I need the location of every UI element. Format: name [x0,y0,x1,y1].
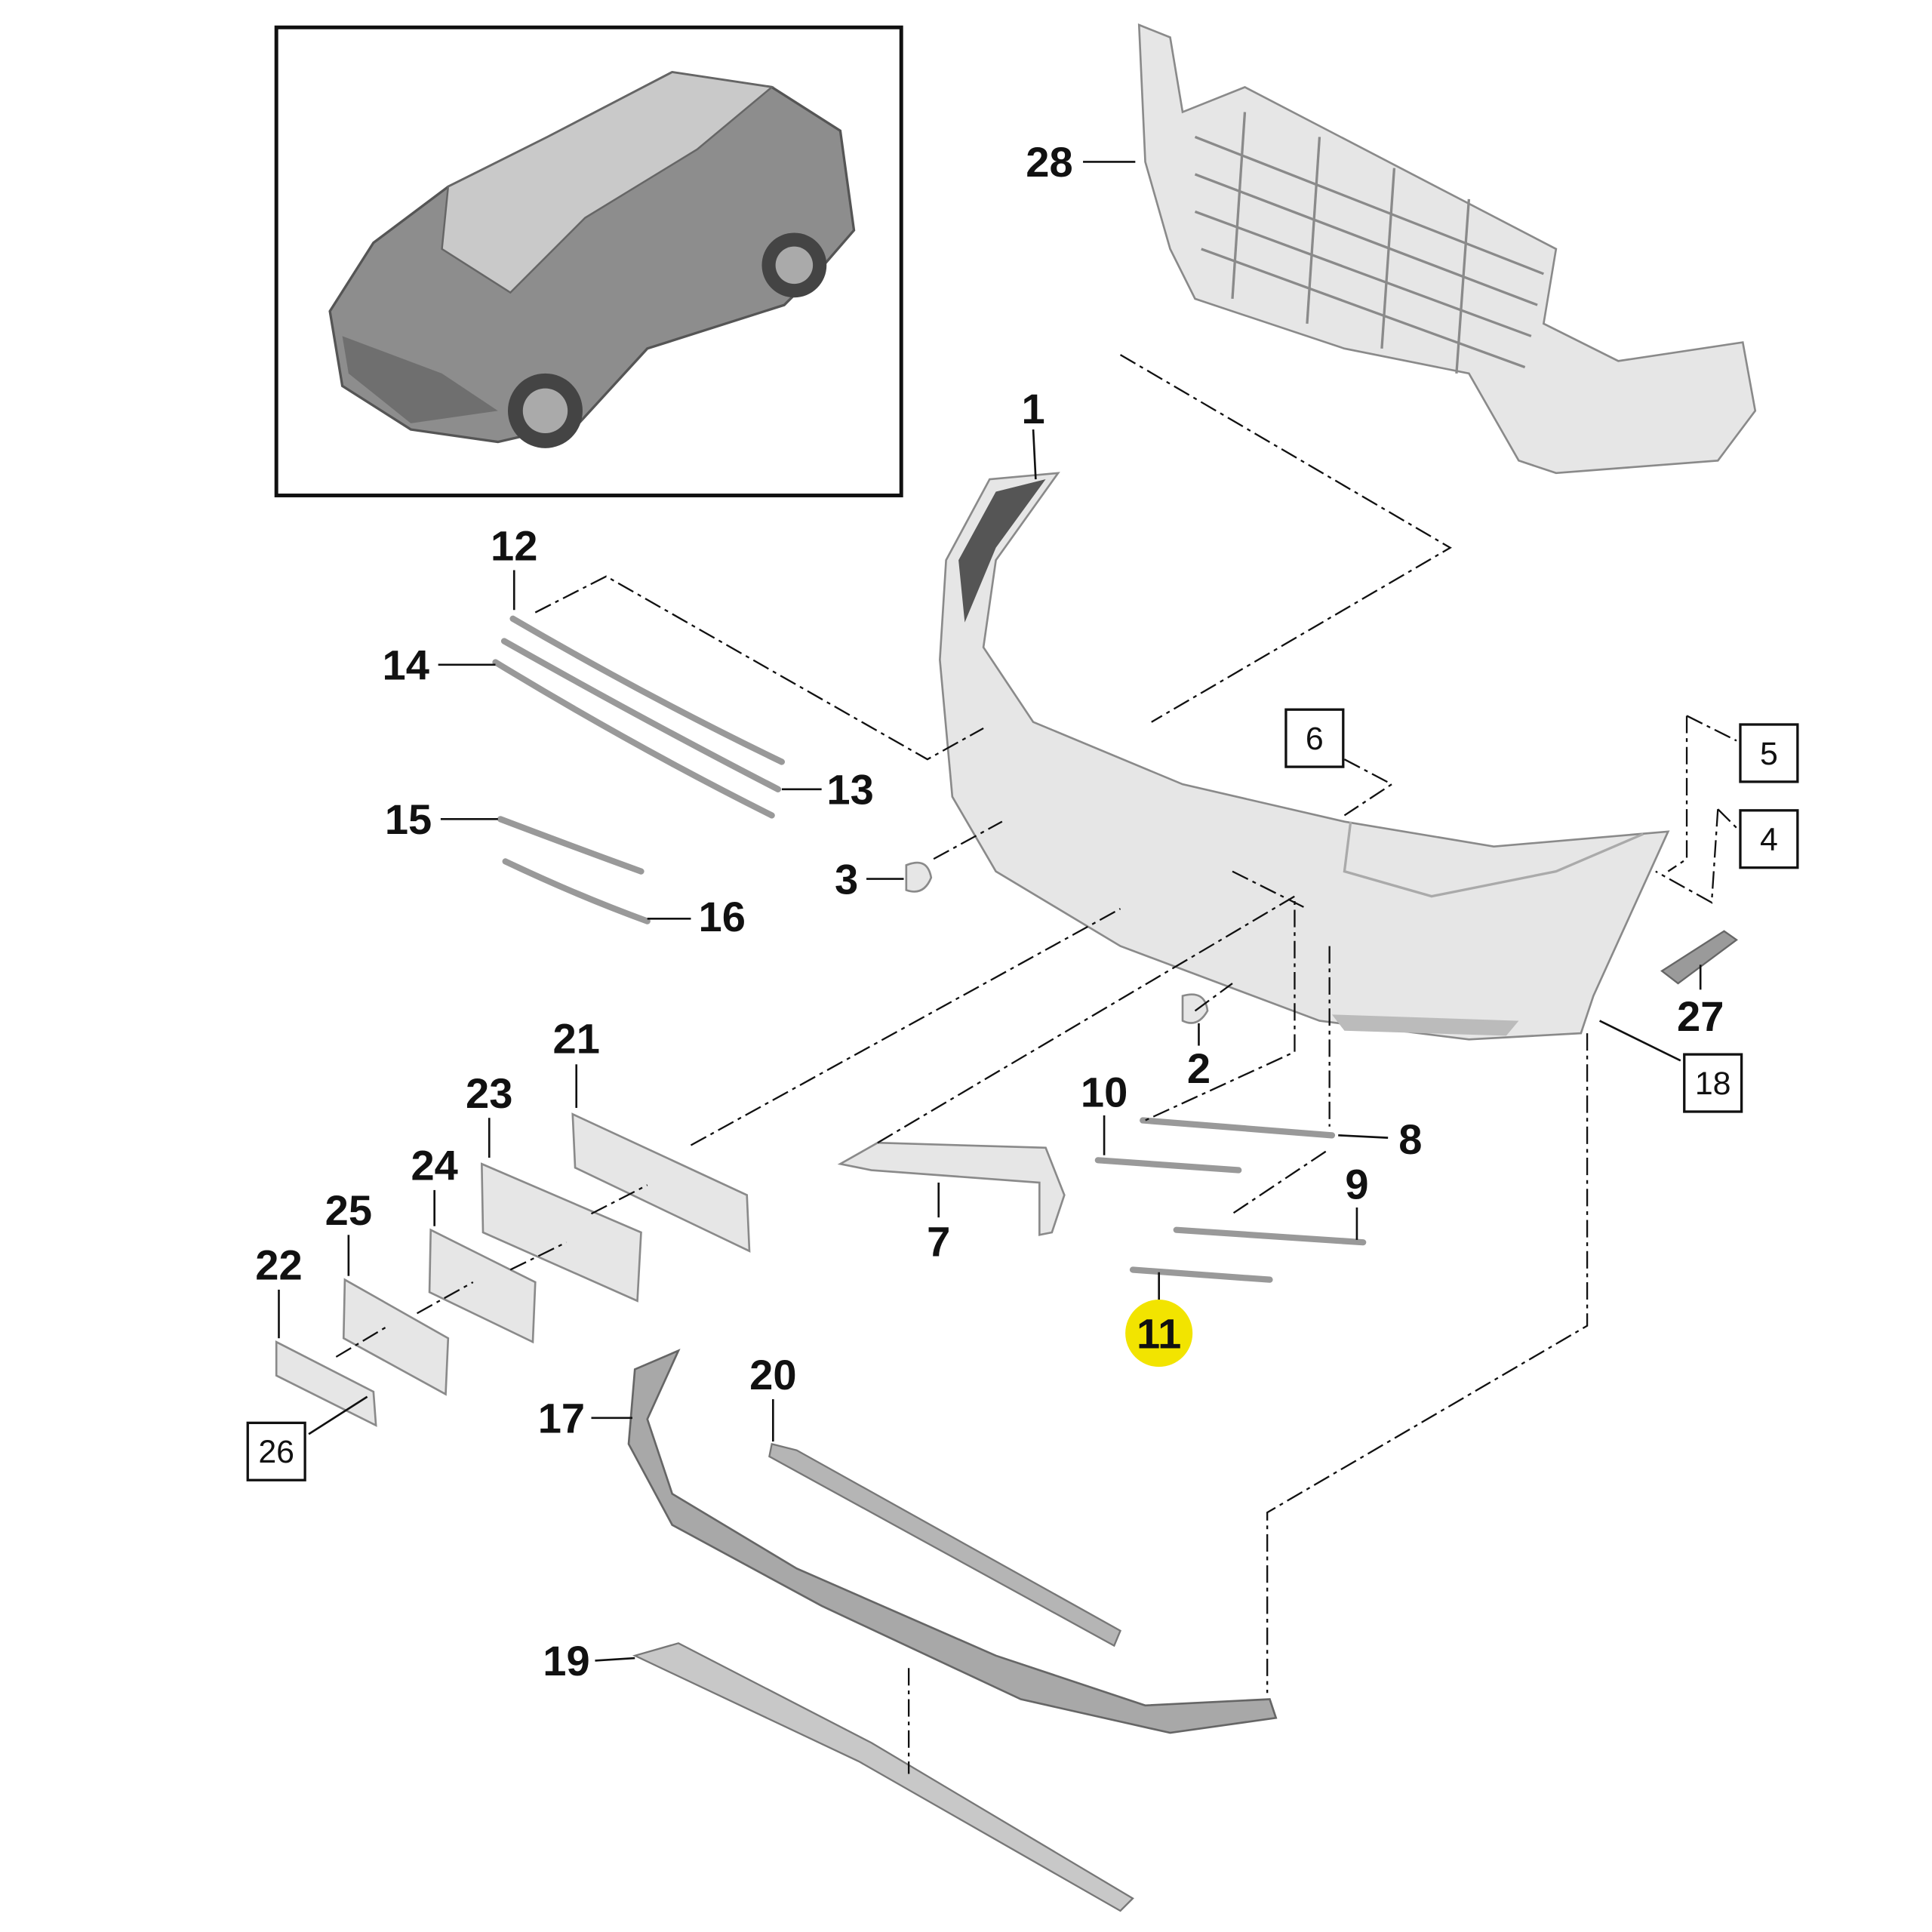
callout-22[interactable]: 22 [255,1241,302,1289]
callout-25[interactable]: 25 [325,1186,372,1234]
callout-2[interactable]: 2 [1187,1044,1211,1092]
grille-strips-15-16 [497,816,651,924]
part-20-spoiler-trim [768,1442,1121,1647]
callout-17[interactable]: 17 [538,1395,585,1442]
dash-lines [335,354,1741,1774]
leader-lines [278,161,1702,1662]
part-7-trim [837,1141,1066,1236]
part-21-plate-bracket [571,1112,751,1253]
callout-16[interactable]: 16 [699,893,746,940]
callout-27[interactable]: 27 [1677,992,1724,1040]
callout-18[interactable]: 18 [1695,1066,1731,1102]
part-28-grille-carrier [1137,23,1757,475]
part-1-bumper-cover [939,472,1670,1041]
callout-4[interactable]: 4 [1760,822,1778,858]
callout-9[interactable]: 9 [1345,1160,1368,1208]
part-22-plate-bracket [275,1340,377,1427]
part-2-tow-cap [1181,993,1209,1024]
part-23-plate-bracket [480,1162,642,1303]
callout-19[interactable]: 19 [543,1637,589,1684]
callout-13[interactable]: 13 [826,766,873,814]
trim-strips-8-11 [1094,1117,1367,1283]
part-19-lower-trim [632,1642,1134,1912]
callout-10[interactable]: 10 [1081,1068,1128,1115]
callout-11[interactable]: 11 [1137,1309,1181,1357]
callout-28[interactable]: 28 [1026,138,1072,186]
highlight-marker [1125,1300,1193,1367]
callout-15[interactable]: 15 [385,795,432,843]
callout-8[interactable]: 8 [1398,1115,1422,1163]
boxed-callouts: 6 5 4 18 26 [246,708,1799,1481]
part-27-trim [1660,930,1739,985]
callout-24[interactable]: 24 [411,1142,457,1189]
callout-12[interactable]: 12 [491,521,537,569]
part-17-lower-spoiler [627,1349,1278,1734]
part-3-tow-cap [905,861,933,893]
callout-21[interactable]: 21 [553,1014,600,1062]
vehicle-inset [274,25,903,497]
callout-14[interactable]: 14 [383,641,429,689]
callout-3[interactable]: 3 [835,855,858,903]
grille-strips-12-13-14 [492,615,785,819]
part-25-plate-bracket [342,1278,450,1396]
callout-5[interactable]: 5 [1760,736,1778,772]
callout-20[interactable]: 20 [749,1351,796,1398]
callout-26[interactable]: 26 [258,1434,294,1470]
callout-7[interactable]: 7 [927,1217,950,1265]
callout-1[interactable]: 1 [1021,385,1044,432]
callout-23[interactable]: 23 [466,1069,512,1117]
callout-labels: 28 1 12 14 13 15 16 3 27 2 10 8 9 7 11 2… [255,138,1724,1684]
part-24-plate-bracket [428,1228,537,1344]
callout-6[interactable]: 6 [1306,721,1324,757]
